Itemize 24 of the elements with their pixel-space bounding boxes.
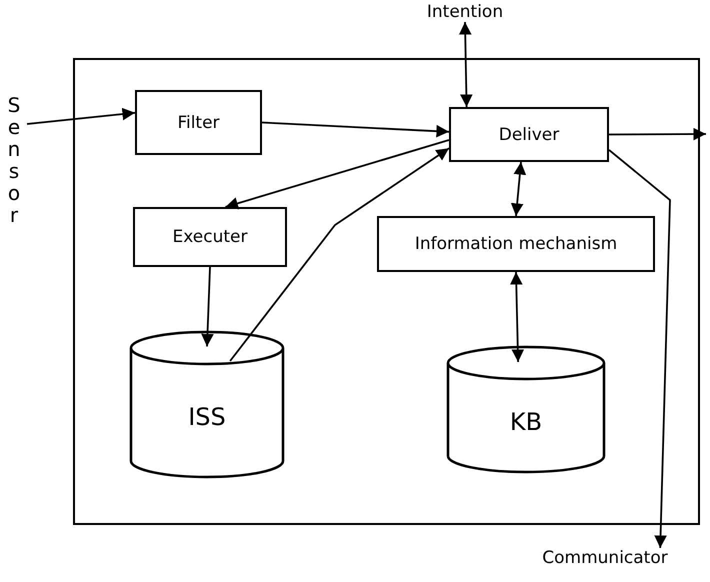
arrow (608, 149, 671, 548)
process-box (377, 216, 655, 272)
intention-label: Intention (426, 2, 504, 22)
box-label: Information mechanism (414, 234, 618, 254)
communicator-label: Communicator (542, 548, 668, 568)
box-label: KB (510, 408, 542, 436)
arrow (262, 122, 450, 138)
arrow (26, 108, 136, 125)
process-box (135, 90, 262, 155)
box-label: ISS (188, 402, 226, 430)
system-boundary-box (73, 58, 700, 525)
box-label: Executer (172, 227, 248, 247)
arrow (458, 22, 473, 108)
box-label: Deliver (498, 124, 560, 144)
arrow (225, 139, 450, 210)
arrow (510, 162, 526, 216)
arrow (609, 128, 706, 140)
sensor-label: Sensor (6, 94, 22, 226)
process-box (133, 207, 287, 267)
arrow (510, 272, 524, 362)
box-label: Filter (177, 112, 220, 132)
arrow (201, 266, 214, 347)
arrow (229, 148, 450, 362)
process-box (449, 107, 609, 162)
